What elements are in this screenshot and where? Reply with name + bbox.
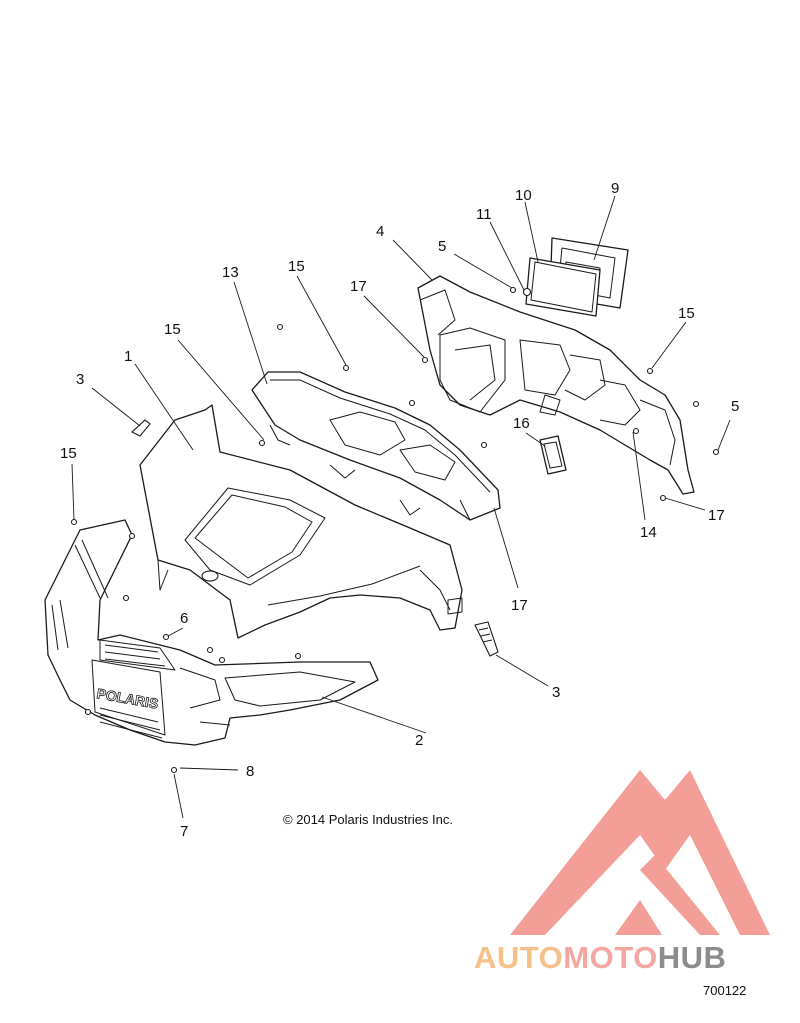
- callout-7: 7: [180, 823, 188, 840]
- watermark-brand: AUTOMOTOHUB: [474, 940, 726, 976]
- callout-15-a: 15: [288, 258, 305, 275]
- callout-13: 13: [222, 264, 239, 281]
- callout-6: 6: [180, 610, 188, 627]
- switch-plate-part: [539, 435, 567, 475]
- callout-17-c: 17: [708, 507, 725, 524]
- dashboard-part: [417, 275, 695, 495]
- glovebox-door-part: [525, 237, 629, 317]
- callout-9: 9: [611, 180, 619, 197]
- callout-10: 10: [515, 187, 532, 204]
- copyright-notice: © 2014 Polaris Industries Inc.: [283, 812, 453, 827]
- cross-support-part: [251, 371, 501, 521]
- callout-3-left: 3: [76, 371, 84, 388]
- fasteners: [70, 286, 720, 774]
- callout-17-a: 17: [350, 278, 367, 295]
- callout-8: 8: [246, 763, 254, 780]
- callout-1: 1: [124, 348, 132, 365]
- callout-5-right: 5: [731, 398, 739, 415]
- watermark-auto: AUTO: [474, 940, 564, 975]
- callout-15-d: 15: [678, 305, 695, 322]
- watermark-moto: MOTO: [563, 940, 658, 975]
- callout-5-upper: 5: [438, 238, 446, 255]
- callout-11: 11: [476, 206, 492, 223]
- callout-15-c: 15: [60, 445, 77, 462]
- callout-15-b: 15: [164, 321, 181, 338]
- callout-4: 4: [376, 223, 384, 240]
- callout-14: 14: [640, 524, 657, 541]
- callout-3-right: 3: [552, 684, 560, 701]
- callout-numbers: 1 2 3 3 4 5 5 6 7 8 9 10 11 13 14 15 15 …: [60, 180, 739, 840]
- watermark-logo: [510, 770, 770, 935]
- callout-2: 2: [415, 732, 423, 749]
- callout-17-b: 17: [511, 597, 528, 614]
- hood-part: [139, 404, 463, 639]
- leader-lines: [71, 195, 731, 819]
- clip-part-left: [131, 419, 151, 437]
- front-bumper-part: POLARIS: [44, 519, 379, 746]
- figure-number: 700122: [703, 983, 747, 998]
- watermark-hub: HUB: [657, 940, 727, 975]
- clip-part-right: [474, 621, 499, 657]
- callout-16: 16: [513, 415, 530, 432]
